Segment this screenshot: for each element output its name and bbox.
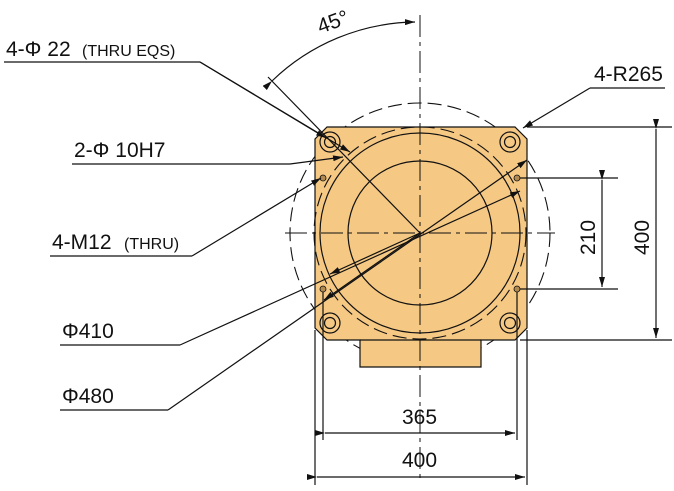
dia-410-label: Φ410 xyxy=(62,320,114,343)
tapped-holes-label: 4-M12 xyxy=(52,231,112,254)
tapped-holes-note: (THRU) xyxy=(124,236,179,253)
dim-400-horizontal: 400 xyxy=(402,449,437,472)
corner-radius-label: 4-R265 xyxy=(594,63,663,86)
dia-480-label: Φ480 xyxy=(62,385,114,408)
bolt-holes-note: (THRU EQS) xyxy=(82,43,175,60)
dim-400-vertical: 400 xyxy=(631,220,654,255)
bolt-holes-label: 4-Φ 22 xyxy=(6,38,71,61)
dim-210: 210 xyxy=(577,220,600,255)
bolt-holes xyxy=(319,131,521,334)
base-plate xyxy=(314,126,528,368)
pin-holes-label: 2-Φ 10H7 xyxy=(74,139,165,162)
angle-label: 45° xyxy=(314,6,352,38)
dim-365: 365 xyxy=(402,406,437,429)
